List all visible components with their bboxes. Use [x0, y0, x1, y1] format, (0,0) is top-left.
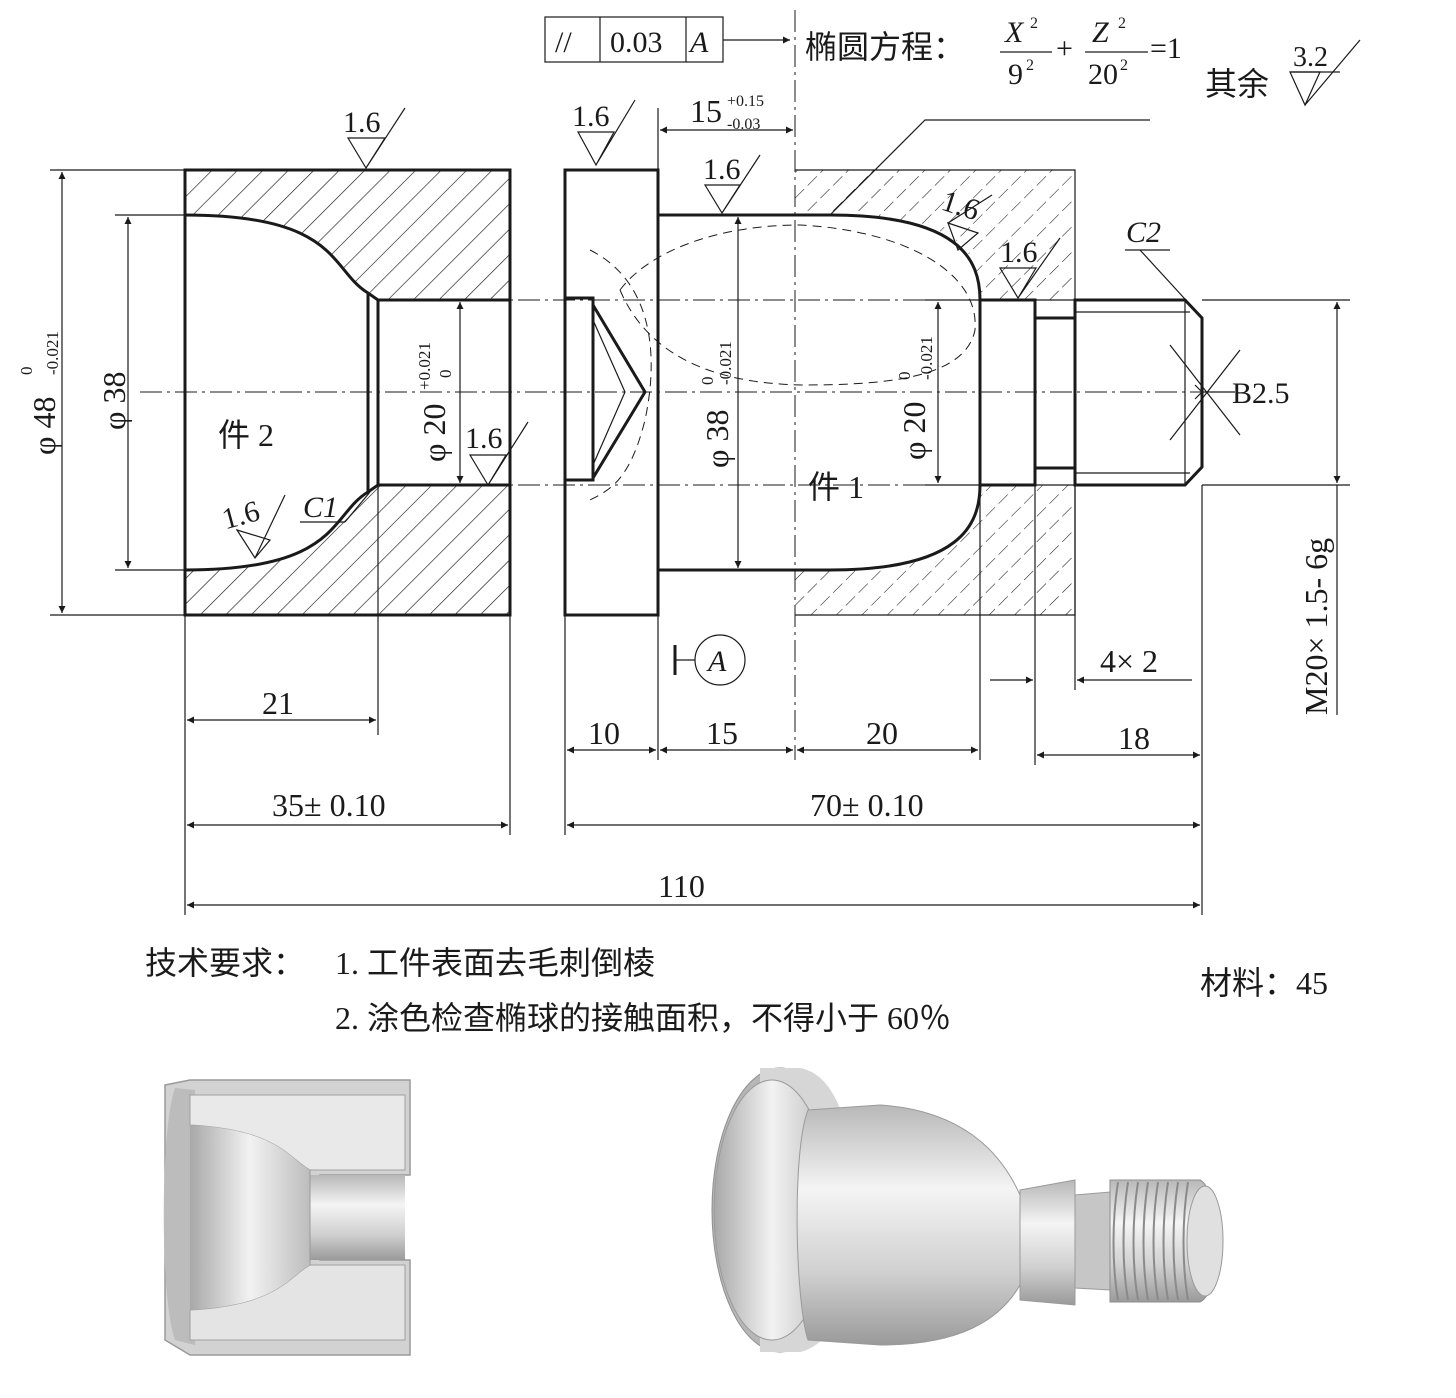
svg-text:9: 9	[1008, 58, 1023, 91]
svg-text:1.6: 1.6	[572, 100, 610, 133]
svg-text:-0.021: -0.021	[43, 331, 62, 375]
svg-text:+: +	[1056, 32, 1073, 65]
svg-text:18: 18	[1118, 720, 1150, 756]
svg-text:A: A	[706, 645, 727, 678]
svg-text:4× 2: 4× 2	[1100, 643, 1158, 679]
note-item-1: 1. 工件表面去毛刺倒棱	[335, 945, 656, 981]
svg-text:0: 0	[895, 372, 914, 381]
svg-text:0: 0	[698, 377, 717, 386]
tolerance-frame: // 0.03 A	[544, 16, 790, 63]
dim-4x2: 4× 2	[990, 643, 1192, 684]
svg-text:10: 10	[588, 715, 620, 751]
svg-text:15: 15	[690, 93, 722, 129]
svg-text:M20× 1.5- 6g: M20× 1.5- 6g	[1298, 538, 1334, 715]
dim-d48: φ 48 0 -0.021	[17, 169, 185, 616]
svg-text:0: 0	[17, 367, 36, 376]
svg-text:20: 20	[866, 715, 898, 751]
part2-hatch-lower	[185, 485, 510, 615]
dim-110: 110	[187, 868, 1200, 909]
svg-text:A: A	[688, 26, 709, 59]
material-label: 材料：45	[1200, 965, 1329, 1001]
svg-text:1.6: 1.6	[1000, 236, 1038, 269]
datum-a: A	[673, 634, 746, 686]
dim-thread: M20× 1.5- 6g	[1202, 299, 1350, 715]
svg-text:φ 20: φ 20	[416, 404, 452, 462]
center-hole-b25: B2.5	[1169, 344, 1290, 441]
svg-text:21: 21	[262, 685, 294, 721]
svg-text:2: 2	[1030, 15, 1038, 32]
svg-text:X: X	[1004, 16, 1025, 49]
chamfer-c1: C1	[300, 491, 371, 524]
dim-d38-part1: φ 38 0 -0.021	[698, 217, 742, 568]
svg-text:70± 0.10: 70± 0.10	[810, 787, 924, 823]
svg-text:2: 2	[1118, 15, 1126, 32]
svg-text:3.2: 3.2	[1293, 42, 1328, 73]
svg-text:φ 48: φ 48	[26, 397, 62, 455]
roughness-symbol-bore: 1.6	[465, 421, 529, 487]
dim-15-top: 15 +0.15 -0.03	[657, 93, 793, 170]
svg-text:1.6: 1.6	[703, 153, 741, 186]
svg-text:+0.15: +0.15	[727, 93, 764, 110]
svg-text:110: 110	[658, 868, 705, 904]
svg-text:1.6: 1.6	[218, 494, 263, 536]
svg-text:φ 38: φ 38	[96, 372, 132, 430]
svg-text:Z: Z	[1092, 16, 1109, 49]
svg-text:1.6: 1.6	[343, 106, 381, 139]
dim-20: 20	[797, 715, 978, 754]
dim-18: 18	[1037, 720, 1200, 759]
dim-d20-part2: φ 20 +0.021 0	[415, 302, 464, 483]
dim-70: 70± 0.10	[567, 787, 1200, 829]
dim-d38: φ 38	[96, 214, 185, 571]
dim-15: 15	[660, 715, 793, 754]
svg-text:15: 15	[706, 715, 738, 751]
roughness-symbol-top-part2: 1.6	[343, 106, 406, 170]
roughness-symbol-body: 1.6	[703, 153, 761, 215]
svg-text:-0.021: -0.021	[917, 336, 936, 380]
part1-label: 件 1	[808, 469, 864, 505]
part2-hatch	[185, 170, 510, 300]
notes-title: 技术要求：	[145, 945, 306, 981]
svg-text:φ 20: φ 20	[896, 402, 932, 460]
svg-text:φ 38: φ 38	[699, 410, 735, 468]
part2-section	[183, 168, 512, 617]
roughness-symbol-neck: 1.6	[998, 236, 1061, 300]
svg-text:C1: C1	[303, 491, 338, 524]
svg-text:C2: C2	[1126, 216, 1161, 249]
svg-text://: //	[555, 26, 572, 59]
svg-text:-0.03: -0.03	[727, 116, 760, 133]
svg-text:椭圆方程：: 椭圆方程：	[805, 29, 965, 65]
svg-text:1.6: 1.6	[465, 422, 503, 455]
svg-text:B2.5: B2.5	[1232, 377, 1290, 410]
svg-text:0: 0	[436, 370, 455, 379]
roughness-symbol-flange: 1.6	[572, 99, 636, 167]
svg-text:20: 20	[1088, 58, 1118, 91]
svg-text:=1: =1	[1150, 32, 1182, 65]
roughness-symbol-inner: 1.6	[218, 494, 286, 560]
svg-text:+0.021: +0.021	[415, 342, 434, 390]
part1-3d-render	[711, 1067, 1224, 1353]
svg-text:0.03: 0.03	[610, 26, 663, 59]
dim-35: 35± 0.10	[187, 787, 508, 829]
dim-21: 21	[187, 685, 376, 724]
ellipse-equation: 椭圆方程： X 2 9 2 + Z 2 20 2 =1	[805, 15, 1182, 91]
svg-text:-0.021: -0.021	[716, 341, 735, 385]
chamfer-c2: C2	[1125, 216, 1196, 311]
ellipse-leader	[829, 119, 1150, 216]
dim-10: 10	[567, 715, 656, 754]
part2-3d-render	[163, 1079, 411, 1356]
svg-text:2: 2	[1120, 57, 1128, 74]
part2-label: 件 2	[218, 417, 274, 453]
note-item-2: 2. 涂色检查椭球的接触面积，不得小于 60％	[335, 1000, 952, 1036]
svg-text:2: 2	[1026, 57, 1034, 74]
rest-roughness: 其余 3.2	[1205, 39, 1361, 107]
svg-text:其余: 其余	[1205, 66, 1269, 102]
dim-d20-part1: φ 20 0 -0.021	[895, 299, 980, 486]
svg-text:35± 0.10: 35± 0.10	[272, 787, 386, 823]
